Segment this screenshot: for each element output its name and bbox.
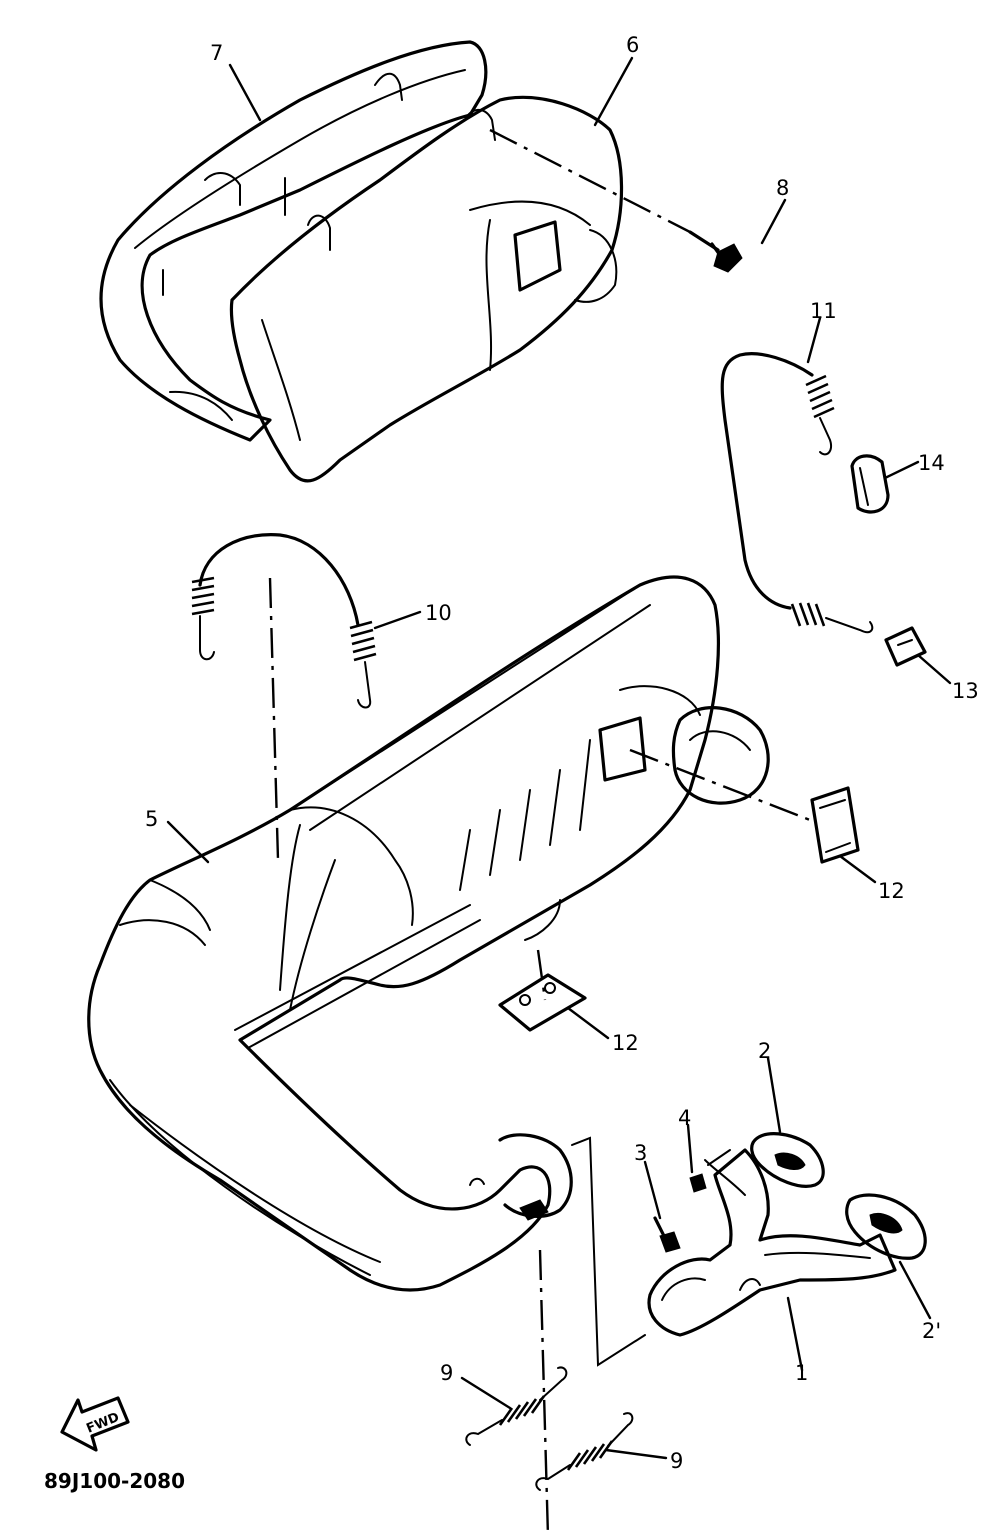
diagram-code: 89J100-2080 [44, 1469, 185, 1493]
callout-2: 2 [758, 1039, 771, 1063]
callout-8: 8 [776, 176, 789, 200]
callout-11: 11 [810, 299, 837, 323]
callout-3: 3 [634, 1141, 647, 1165]
callout-1: 1 [795, 1361, 808, 1385]
callout-9-upper: 9 [440, 1361, 453, 1385]
callout-10: 10 [425, 601, 452, 625]
callout-12-upper: 12 [878, 879, 905, 903]
part-9-spring-lower [535, 1412, 634, 1491]
callout-5: 5 [145, 807, 158, 831]
forward-direction-arrow: FWD [60, 1396, 130, 1452]
part-2-gasket [750, 1132, 825, 1188]
callout-6: 6 [626, 33, 639, 57]
callout-14: 14 [918, 451, 945, 475]
callout-labels: 7 6 8 11 14 10 13 5 12 12 2 4 3 2' 1 9 9 [145, 33, 979, 1473]
part-1-exhaust-pipe [647, 1148, 897, 1337]
part-12-gasket-lower [498, 973, 587, 1032]
part-5-muffler [87, 575, 770, 1292]
callout-13: 13 [952, 679, 979, 703]
part-8-bolt [688, 230, 743, 273]
part-2-prime-gasket [845, 1193, 927, 1260]
callout-4: 4 [678, 1106, 691, 1130]
part-4-nut [689, 1173, 707, 1193]
part-6-inner-protector [229, 95, 624, 483]
part-12-gasket-upper [810, 786, 860, 864]
part-13-small-clip [884, 626, 927, 667]
part-3-bolt [653, 1216, 681, 1253]
part-7-outer-protector [99, 40, 488, 442]
assembly-centerlines [268, 128, 811, 1537]
callout-2-prime: 2' [922, 1319, 941, 1343]
callout-9-lower: 9 [670, 1449, 683, 1473]
part-9-spring-upper [465, 1366, 568, 1446]
leader-lines [166, 56, 952, 1460]
callout-7: 7 [210, 41, 223, 65]
part-10-spring [191, 533, 377, 709]
part-11-spring-hook [720, 352, 874, 634]
part-14-clip [850, 454, 890, 514]
callout-12-lower: 12 [612, 1031, 639, 1055]
